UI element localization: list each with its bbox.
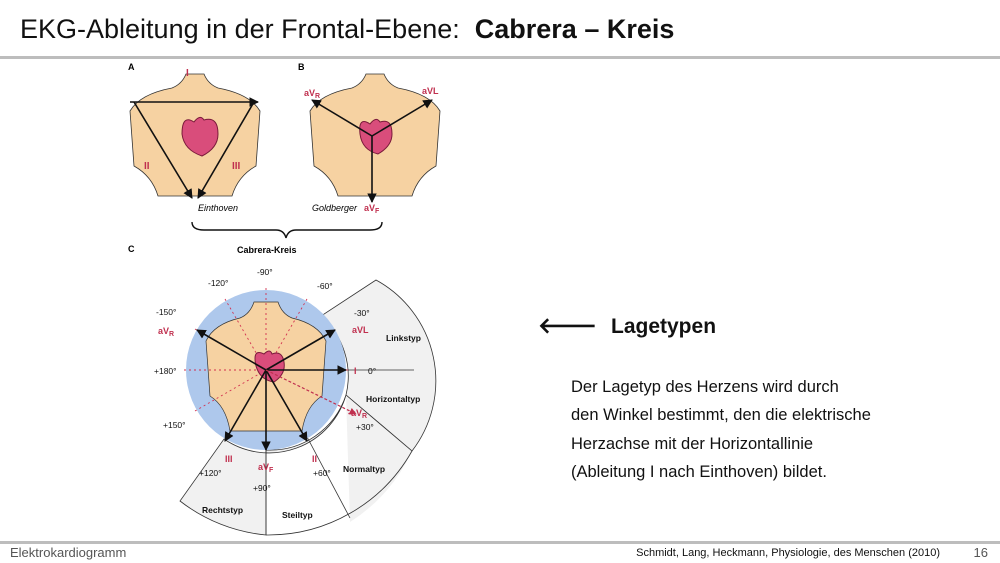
angle-m60: -60° <box>317 281 333 291</box>
label-avr-b: aVR <box>304 88 320 100</box>
lagetyp-sectors <box>179 279 437 536</box>
label-avl-b: aVL <box>422 86 439 96</box>
axis-neg-avr-arrow <box>265 369 357 415</box>
angle-p30: +30° <box>356 422 374 432</box>
avl-arrow-b <box>371 99 433 137</box>
left-arrow-icon: 🡐 <box>538 313 597 338</box>
label-lead-ii-a: II <box>144 161 150 172</box>
description-line: den Winkel bestimmt, den die elektrische <box>571 406 871 425</box>
slide-title: EKG-Ableitung in der Frontal-Ebene: Cabr… <box>20 14 674 45</box>
title-divider <box>0 56 1000 59</box>
label-lead-iii-a: III <box>232 161 241 172</box>
axis-m30-arrow <box>265 329 336 371</box>
angle-p180: +180° <box>154 366 177 376</box>
axis-120-arrow <box>224 369 267 442</box>
footer-divider <box>0 541 1000 544</box>
label-lead-ii-c: II <box>312 454 317 464</box>
slide-title-bold: Cabrera – Kreis <box>474 14 675 44</box>
description-line: (Ableitung I nach Einthoven) bildet. <box>571 463 827 482</box>
lagetypen-heading-text: Lagetypen <box>611 315 717 338</box>
angle-m30: -30° <box>354 308 370 318</box>
sector-horizontaltyp: Horizontaltyp <box>366 394 420 404</box>
angle-m120: -120° <box>208 278 228 288</box>
panel-a-label: A <box>128 62 135 72</box>
panel-b-label: B <box>298 62 305 72</box>
avr-arrow-b <box>311 99 373 137</box>
label-avr-c: aVR <box>158 326 174 338</box>
label-goldberger: Goldberger <box>312 203 358 213</box>
axis-m150-arrow <box>196 329 267 371</box>
ekg-figure: A B C I II III Einthoven aVR aVL Goldber… <box>120 56 450 541</box>
angle-zero: 0° <box>368 366 376 376</box>
lead-iii-arrow <box>197 101 255 199</box>
label-avf-c: aVF <box>258 462 274 474</box>
label-lead-i-c: I <box>354 366 357 376</box>
description-line: Herzachse mit der Horizontallinie <box>571 434 814 453</box>
description-line: Der Lagetyp des Herzens wird durch <box>571 378 839 396</box>
heart-a <box>181 116 219 157</box>
label-lead-i-a: I <box>186 68 189 79</box>
brace <box>191 221 383 239</box>
label-neg-avr-c: -aVR <box>348 408 367 420</box>
sector-steiltyp: Steiltyp <box>282 510 313 520</box>
axis-60-arrow <box>265 369 308 442</box>
sector-linkstyp: Linkstyp <box>386 333 421 343</box>
lagetypen-description: Der Lagetyp des Herzens wird durch den W… <box>571 373 971 487</box>
sector-rechtstyp: Rechtstyp <box>202 505 243 515</box>
angle-p90: +90° <box>253 483 271 493</box>
label-cabrera-kreis: Cabrera-Kreis <box>237 245 297 255</box>
label-avl-c: aVL <box>352 325 369 335</box>
slide-title-normal: EKG-Ableitung in der Frontal-Ebene: <box>20 14 460 44</box>
label-lead-iii-c: III <box>225 454 233 464</box>
page-number: 16 <box>973 545 988 560</box>
lagetypen-heading: 🡐 Lagetypen <box>538 313 716 339</box>
sector-normaltyp: Normaltyp <box>343 464 385 474</box>
lead-ii-arrow <box>133 101 193 199</box>
footer-topic: Elektrokardiogramm <box>10 545 127 560</box>
ekg-diagram: A B C I II III Einthoven aVR aVL Goldber… <box>128 62 441 536</box>
angle-m90: -90° <box>257 267 273 277</box>
label-avf-b: aVF <box>364 203 380 215</box>
angle-p120: +120° <box>199 468 222 478</box>
angle-p150: +150° <box>163 420 186 430</box>
angle-p60: +60° <box>313 468 331 478</box>
angle-m150: -150° <box>156 307 176 317</box>
footer-citation: Schmidt, Lang, Heckmann, Physiologie, de… <box>636 547 940 559</box>
label-einthoven: Einthoven <box>198 203 238 213</box>
panel-c-label: C <box>128 244 135 254</box>
